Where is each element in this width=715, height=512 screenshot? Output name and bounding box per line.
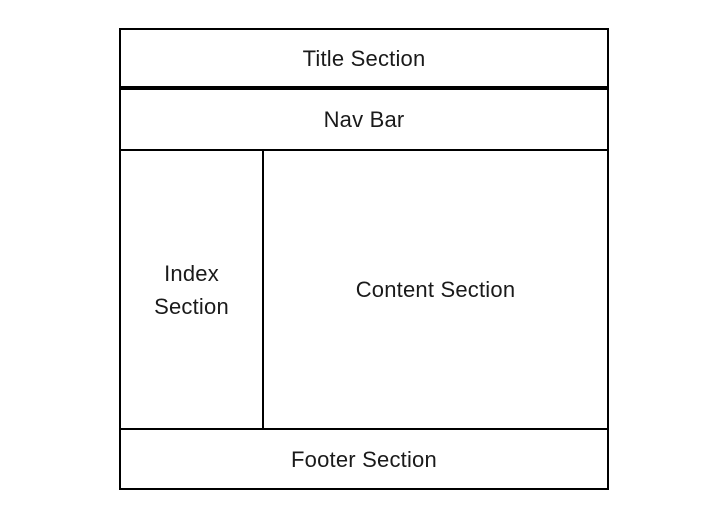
nav-bar-section: Nav Bar [119, 88, 609, 151]
title-section-label: Title Section [302, 45, 426, 71]
nav-bar-label: Nav Bar [323, 107, 405, 132]
footer-section-label: Footer Section [291, 446, 437, 472]
wireframe-diagram: Title Section Nav Bar Index Section Cont… [119, 28, 609, 490]
content-section: Content Section [262, 149, 609, 430]
footer-section: Footer Section [119, 428, 609, 490]
index-section: Index Section [119, 149, 264, 430]
index-section-label: Index Section [154, 260, 229, 319]
content-section-label: Content Section [355, 277, 516, 302]
title-section: Title Section [119, 28, 609, 88]
